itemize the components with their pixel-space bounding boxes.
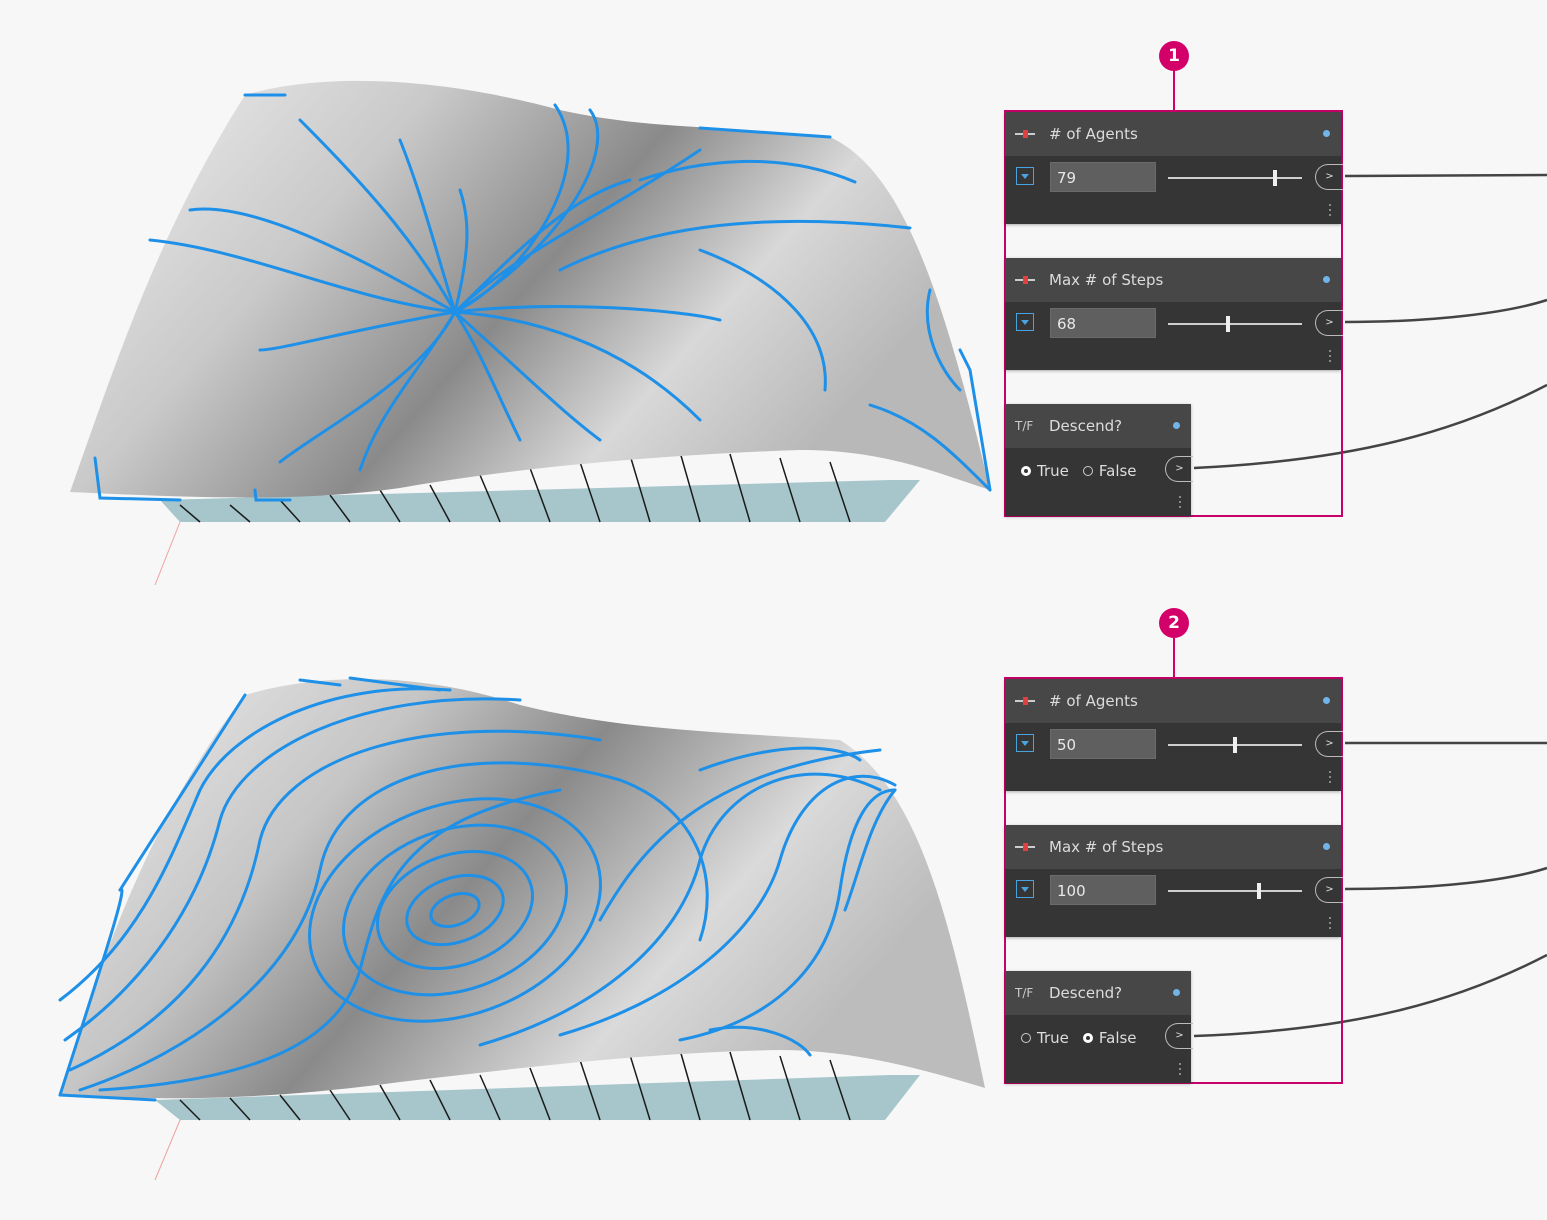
expand-dropdown-button[interactable] xyxy=(1016,313,1034,331)
callout-leader-1 xyxy=(1173,71,1175,111)
steps-value-field[interactable]: 68 xyxy=(1050,308,1156,338)
surface-base xyxy=(155,1075,920,1120)
status-dot xyxy=(1173,422,1180,429)
surface-render-1 xyxy=(70,80,992,586)
output-port[interactable]: > xyxy=(1315,164,1343,190)
node-title: Descend? xyxy=(1049,417,1123,435)
surface-render-2 xyxy=(58,676,985,1181)
steps-slider-node-2[interactable]: Max # of Steps 100 > xyxy=(1005,825,1343,937)
true-false-toggle: True False xyxy=(1021,462,1145,480)
agents-slider-track[interactable] xyxy=(1168,737,1302,753)
agents-slider-track[interactable] xyxy=(1168,170,1302,186)
callout-leader-2 xyxy=(1173,638,1175,678)
false-radio[interactable] xyxy=(1082,1033,1093,1043)
resize-grip[interactable] xyxy=(1329,204,1331,218)
status-dot xyxy=(1323,130,1330,137)
node-title: Max # of Steps xyxy=(1049,838,1164,856)
steps-slider-track[interactable] xyxy=(1168,883,1302,899)
false-label: False xyxy=(1098,1029,1137,1047)
surface-base xyxy=(160,480,920,522)
slider-icon xyxy=(1015,127,1037,141)
streamlines xyxy=(58,676,897,1102)
agents-value-field[interactable]: 50 xyxy=(1050,729,1156,759)
node-wires xyxy=(1193,173,1547,1038)
agents-slider-node-2[interactable]: # of Agents 50 > xyxy=(1005,679,1343,791)
surface-sheet xyxy=(60,678,985,1099)
resize-grip[interactable] xyxy=(1329,350,1331,364)
output-port[interactable]: > xyxy=(1315,310,1343,336)
slider-thumb[interactable] xyxy=(1273,170,1278,186)
true-label: True xyxy=(1037,462,1069,480)
status-dot xyxy=(1323,843,1330,850)
true-radio[interactable] xyxy=(1021,466,1031,476)
surface-sheet xyxy=(70,80,990,498)
slider-thumb[interactable] xyxy=(1233,737,1237,753)
expand-dropdown-button[interactable] xyxy=(1016,734,1034,752)
resize-grip[interactable] xyxy=(1329,917,1331,931)
true-false-toggle: True False xyxy=(1021,1029,1145,1047)
boolean-icon: T/F xyxy=(1015,419,1034,433)
status-dot xyxy=(1173,989,1180,996)
boolean-icon: T/F xyxy=(1015,986,1034,1000)
resize-grip[interactable] xyxy=(1329,771,1331,785)
output-port[interactable]: > xyxy=(1315,877,1343,903)
false-radio[interactable] xyxy=(1082,466,1093,476)
node-title: # of Agents xyxy=(1049,692,1138,710)
surface-viewport-2 xyxy=(0,620,1000,1220)
slider-thumb[interactable] xyxy=(1257,883,1262,899)
agents-slider-node-1[interactable]: # of Agents 79 > xyxy=(1005,112,1343,224)
descend-boolean-node-1[interactable]: T/F Descend? True False > xyxy=(1005,404,1193,516)
resize-grip[interactable] xyxy=(1179,496,1181,510)
steps-slider-track[interactable] xyxy=(1168,316,1302,332)
callout-badge-2: 2 xyxy=(1159,608,1189,638)
descend-boolean-node-2[interactable]: T/F Descend? True False > xyxy=(1005,971,1193,1083)
slider-thumb[interactable] xyxy=(1226,316,1231,332)
streamlines xyxy=(93,93,992,502)
agents-value-field[interactable]: 79 xyxy=(1050,162,1156,192)
status-dot xyxy=(1323,697,1330,704)
true-radio[interactable] xyxy=(1021,1033,1031,1043)
true-label: True xyxy=(1037,1029,1069,1047)
node-title: Descend? xyxy=(1049,984,1123,1002)
node-title: # of Agents xyxy=(1049,125,1138,143)
expand-dropdown-button[interactable] xyxy=(1016,880,1034,898)
output-port[interactable]: > xyxy=(1165,456,1193,482)
steps-slider-node-1[interactable]: Max # of Steps 68 > xyxy=(1005,258,1343,370)
node-title: Max # of Steps xyxy=(1049,271,1164,289)
surface-viewport-1 xyxy=(0,50,1000,650)
status-dot xyxy=(1323,276,1330,283)
false-label: False xyxy=(1098,462,1137,480)
output-port[interactable]: > xyxy=(1165,1023,1193,1049)
output-port[interactable]: > xyxy=(1315,731,1343,757)
steps-value-field[interactable]: 100 xyxy=(1050,875,1156,905)
expand-dropdown-button[interactable] xyxy=(1016,167,1034,185)
slider-icon xyxy=(1015,840,1037,854)
slider-icon xyxy=(1015,694,1037,708)
slider-icon xyxy=(1015,273,1037,287)
resize-grip[interactable] xyxy=(1179,1063,1181,1077)
callout-badge-1: 1 xyxy=(1159,41,1189,71)
